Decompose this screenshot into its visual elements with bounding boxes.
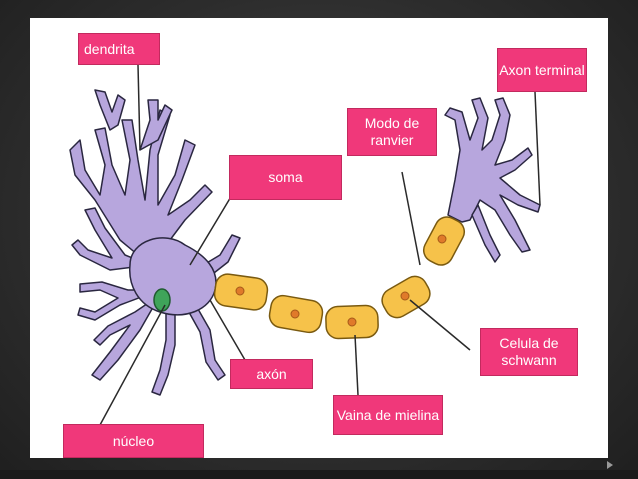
myelin-sheath [213, 216, 466, 340]
label-dendrita: dendrita [78, 33, 160, 65]
label-axon: axón [230, 359, 313, 389]
label-nodo-ranvier: Modo de ranvier [347, 108, 437, 156]
label-nucleo: núcleo [63, 424, 204, 458]
label-soma: soma [229, 155, 342, 200]
label-celula-schwann: Celula de schwann [480, 328, 578, 376]
schwann-nuclei [235, 234, 447, 327]
slide-corner-arrow [607, 461, 613, 469]
axon-terminal-branches [444, 97, 541, 263]
soma-body [129, 237, 217, 316]
label-vaina-mielina: Vaina de mielina [333, 395, 443, 435]
slide-bottom-edge [0, 470, 638, 479]
pointer-lines [99, 64, 541, 426]
label-axon-terminal: Axon terminal [497, 48, 587, 92]
nucleus-shape [153, 288, 171, 312]
